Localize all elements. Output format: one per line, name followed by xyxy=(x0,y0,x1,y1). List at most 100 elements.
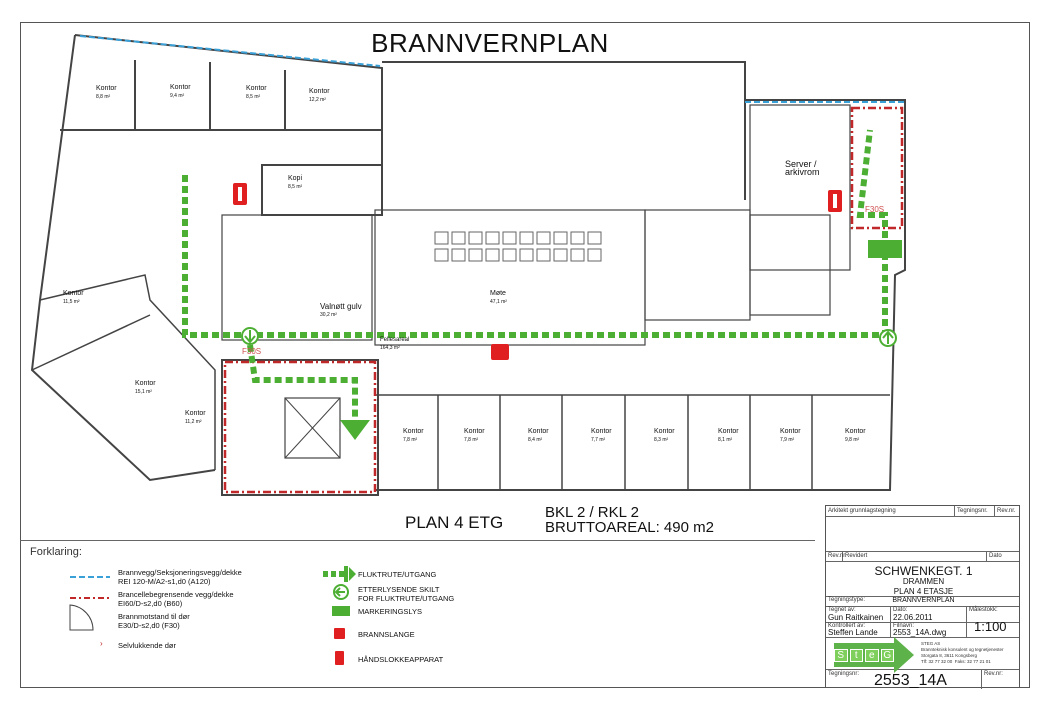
room-name: Kontor xyxy=(403,428,424,435)
rev-no-label-2: Rev.nr: xyxy=(984,671,1003,677)
drawn-by-label: Tegnet av: xyxy=(828,607,856,613)
drawing-type: BRANNVERNPLAN xyxy=(892,597,955,604)
legend-fire-door-icon xyxy=(69,604,94,631)
room-label: Kontor 9,4 m² xyxy=(170,84,191,100)
room-label: Kontor 15,1 m² xyxy=(135,380,156,396)
meeting-table xyxy=(434,231,602,262)
chair xyxy=(519,248,534,262)
walls xyxy=(30,34,906,496)
legend-self-closing-mark: › xyxy=(100,639,103,648)
chair xyxy=(451,231,466,245)
room-label: Kontor 7,7 m² xyxy=(591,428,612,444)
escape-stairs-down-icon xyxy=(340,420,370,440)
chair xyxy=(536,248,551,262)
room-name: Fellesareal xyxy=(380,337,410,343)
chair xyxy=(553,231,568,245)
scale-label: Målestokk: xyxy=(969,607,998,613)
room-area: 8,5 m² xyxy=(288,184,303,190)
a120-wall-top xyxy=(79,35,381,67)
chair xyxy=(434,248,449,262)
logo-letter: S xyxy=(834,648,848,662)
company-info: STEG AS Brannteknisk konsulent og tegnet… xyxy=(921,641,1004,664)
room-name: Kontor xyxy=(63,290,84,297)
legend-item: FLUKTRUTE/UTGANG xyxy=(358,570,437,579)
room-area: 7,7 m² xyxy=(591,437,606,443)
room-label: Kontor 12,2 m² xyxy=(309,88,330,104)
chair xyxy=(570,231,585,245)
date: 22.06.2011 xyxy=(893,613,933,622)
fire-extinguisher-glyph xyxy=(833,194,837,208)
room-area: 15,1 m² xyxy=(135,389,152,395)
logo-arrow-icon xyxy=(894,637,914,673)
architect-label: Arkitekt grunnlagstegning xyxy=(828,508,896,514)
chair xyxy=(536,231,551,245)
logo-letter: t xyxy=(849,648,863,662)
room-name: Møte xyxy=(490,290,506,297)
legend-title: Forklaring: xyxy=(30,546,82,558)
chair xyxy=(468,231,483,245)
room-area: 8,8 m² xyxy=(96,94,111,100)
date-label: Dato xyxy=(989,553,1002,559)
room-name: Kontor xyxy=(591,428,612,435)
fire-door-label: F30S xyxy=(242,347,262,356)
room-area: 9,4 m² xyxy=(170,93,185,99)
escape-route xyxy=(182,129,888,430)
scale: 1:100 xyxy=(974,619,1007,634)
room-name: Kopi xyxy=(288,175,303,182)
rev-label: Rev.nr. xyxy=(828,553,847,559)
chair xyxy=(502,248,517,262)
floor: PLAN 4 ETASJE xyxy=(893,587,954,596)
chair xyxy=(553,248,568,262)
room-area: 12,2 m² xyxy=(309,97,326,103)
legend-item: Brancellebegrensende vegg/dekke EI60/D-s… xyxy=(118,590,234,608)
room-name: Kontor xyxy=(718,428,739,435)
legend-fire-extinguisher-icon xyxy=(335,651,344,665)
room-label: Kontor 7,8 m² xyxy=(464,428,485,444)
room-name: Valnøtt gulv xyxy=(320,302,362,311)
steg-logo: S t e G xyxy=(834,643,894,667)
room-name: Kontor xyxy=(309,88,330,95)
room-area: 11,5 m² xyxy=(63,299,80,305)
chair xyxy=(570,248,585,262)
type-label: Tegningstype: xyxy=(828,597,866,603)
chair xyxy=(434,231,449,245)
checked-by-label: Kontrollert av: xyxy=(828,623,866,629)
exit-light-icon xyxy=(868,240,902,258)
class-and-area: BKL 2 / RKL 2 BRUTTOAREAL: 490 m2 xyxy=(545,505,714,535)
b60-stair-right xyxy=(850,106,904,230)
chair xyxy=(468,248,483,262)
room-name: Kontor xyxy=(464,428,485,435)
chair xyxy=(485,248,500,262)
legend-exit-light-icon xyxy=(332,606,350,616)
room-name: Kontor xyxy=(135,380,156,387)
room-name: Kontor xyxy=(185,410,206,417)
logo-letter: e xyxy=(865,648,879,662)
legend-item: Selvlukkende dør xyxy=(118,641,176,650)
room-area: 7,9 m² xyxy=(780,437,795,443)
room-name: Kontor xyxy=(654,428,675,435)
room-name: Kontor xyxy=(845,428,866,435)
drawing-number: 2553_14A xyxy=(874,672,947,689)
room-area: 7,8 m² xyxy=(403,437,418,443)
room-area: 7,8 m² xyxy=(464,437,479,443)
legend-item: BRANNSLANGE xyxy=(358,630,415,639)
class-label: BKL 2 / RKL 2 xyxy=(545,504,639,521)
exit-arrow-sign xyxy=(241,327,259,345)
room-label: Kopi 8,5 m² xyxy=(288,175,302,191)
logo-letter: G xyxy=(880,648,894,662)
room-name: Kontor xyxy=(170,84,191,91)
exit-arrow-sign xyxy=(879,329,897,347)
chair xyxy=(502,231,517,245)
city: DRAMMEN xyxy=(902,577,945,586)
legend-item: HÅNDSLOKKEAPPARAT xyxy=(358,655,444,664)
plan-label: PLAN 4 ETG xyxy=(405,513,504,532)
